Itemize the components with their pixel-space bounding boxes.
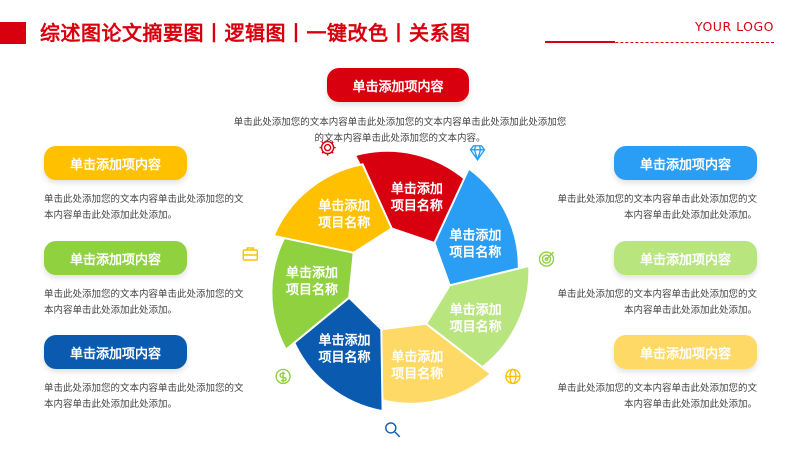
wheel-segment-label-4: 单击添加项目名称 [391, 349, 443, 382]
right-item-pill-1[interactable]: 单击添加项内容 [614, 146, 757, 180]
target-icon [538, 251, 555, 267]
header-divider [545, 42, 774, 43]
left-item-pill-3[interactable]: 单击添加项内容 [44, 335, 187, 369]
gear-icon [319, 139, 336, 156]
left-item-desc-2: 单击此处添加您的文本内容单击此处添加您的文本内容单击此处添加此处添加。 [44, 289, 244, 316]
right-item-pill-3[interactable]: 单击添加项内容 [614, 335, 757, 369]
left-item-desc-1: 单击此处添加您的文本内容单击此处添加您的文本内容单击此处添加此处添加。 [44, 194, 244, 221]
coin-icon [275, 368, 291, 385]
right-item-desc-2: 单击此处添加您的文本内容单击此处添加您的文本内容单击此处添加此处添加。 [557, 289, 757, 316]
wheel-segment-label-6: 单击添加项目名称 [286, 265, 338, 298]
logo: YOUR LOGO [695, 19, 774, 34]
wheel-segment-7[interactable] [272, 163, 393, 254]
page-title: 综述图论文摘要图丨逻辑图丨一键改色丨关系图 [40, 21, 471, 45]
left-item-pill-1[interactable]: 单击添加项内容 [44, 146, 187, 180]
magnifier-icon [385, 422, 401, 438]
diamond-icon [469, 145, 486, 162]
right-item-pill-2[interactable]: 单击添加项内容 [614, 241, 757, 275]
right-item-desc-3: 单击此处添加您的文本内容单击此处添加您的文本内容单击此处添加此处添加。 [557, 383, 757, 410]
wheel-segment-label-3: 单击添加项目名称 [450, 302, 502, 335]
top-item-pill[interactable]: 单击添加项内容 [327, 68, 469, 102]
left-item-pill-2[interactable]: 单击添加项内容 [44, 241, 187, 275]
briefcase-icon [242, 247, 259, 261]
globe-icon [505, 368, 521, 385]
wheel-segment-label-1: 单击添加项目名称 [391, 181, 443, 214]
left-item-desc-3: 单击此处添加您的文本内容单击此处添加您的文本内容单击此处添加此处添加。 [44, 383, 244, 410]
wheel-segment-label-7: 单击添加项目名称 [318, 198, 370, 231]
wheel-segment-label-5: 单击添加项目名称 [318, 332, 370, 365]
top-item-desc: 单击此处添加您的文本内容单击此处添加您的文本内容单击此处添加此处添加您的文本内容… [233, 117, 567, 144]
header-divider-accent [545, 41, 615, 43]
right-item-desc-1: 单击此处添加您的文本内容单击此处添加您的文本内容单击此处添加此处添加。 [557, 194, 757, 221]
wheel-segment-label-2: 单击添加项目名称 [449, 228, 501, 261]
header-accent-bar [0, 22, 26, 44]
